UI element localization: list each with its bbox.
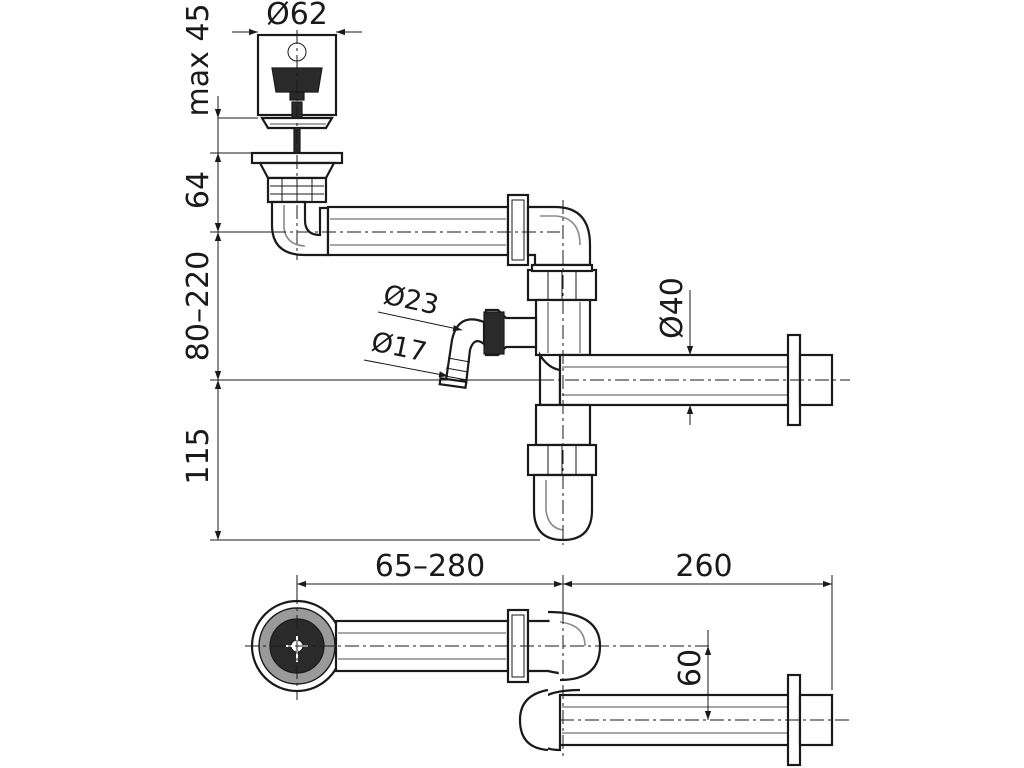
trap-elbow	[526, 205, 592, 267]
outlet-length-label: 260	[675, 549, 732, 584]
trap-vertical	[526, 263, 598, 357]
trap-depth-label: 115	[181, 427, 216, 484]
side-view	[222, 30, 850, 545]
horizontal-arm	[326, 193, 530, 267]
outlet-diameter-label: Ø40	[655, 277, 690, 339]
trap-bowl	[526, 403, 598, 542]
top-view	[245, 585, 850, 767]
horizontal-extension-label: 65–280	[375, 549, 485, 584]
strainer-diameter-label: Ø62	[266, 0, 328, 32]
lateral-offset-label: 60	[673, 649, 708, 687]
flange-height-label: 64	[181, 171, 216, 209]
strainer-height-label: max 45	[181, 3, 216, 116]
side-view-dimensions: Ø62 max 45 64 80–220 115 Ø23 Ø17 Ø40	[181, 0, 694, 541]
hose-connector	[438, 308, 538, 390]
outlet-offset-label: 80–220	[181, 251, 216, 361]
top-view-dimensions: 65–280 260 60	[296, 549, 833, 720]
hose-outer-diameter-label: Ø23	[381, 280, 442, 322]
drain-elbow	[270, 200, 330, 257]
